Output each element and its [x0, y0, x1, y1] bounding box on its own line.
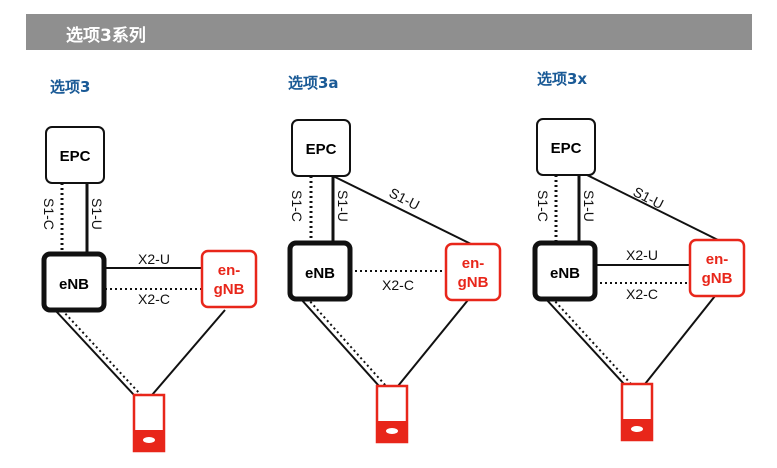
s1-c-label: S1-C: [289, 190, 305, 222]
option-3a-title: 选项3a: [288, 74, 339, 92]
option-3x-title: 选项3x: [537, 70, 588, 88]
en-gnb-label-line2: gNB: [702, 270, 733, 287]
enb-node: [41, 251, 107, 313]
ue-device-button: [143, 437, 155, 443]
x2-c-label: X2-C: [382, 277, 414, 293]
enb-node: [532, 240, 598, 302]
gnb-radio-link: [644, 295, 716, 385]
option-3-title: 选项3: [50, 78, 91, 96]
epc-node: [536, 118, 596, 176]
en-gnb-node: [444, 242, 502, 302]
epc-label: EPC: [60, 148, 91, 165]
en-gnb-label-line1: en-: [218, 262, 241, 279]
header-title: 选项3系列: [66, 26, 146, 46]
enb-radio-control-link: [61, 309, 142, 396]
x2-c-label: X2-C: [626, 286, 658, 302]
enb-node: [287, 240, 353, 302]
enb-radio-control-link: [551, 297, 632, 385]
s1-u-label: S1-U: [89, 198, 105, 230]
ue-device-button: [386, 428, 398, 434]
s1-u-label: S1-U: [335, 190, 351, 222]
epc-node: [45, 126, 105, 184]
ue-device-button: [631, 426, 643, 432]
s1-u-gnb-link: [586, 174, 719, 241]
enb-radio-link: [544, 297, 625, 385]
option-3a-diagram: EPC eNB en- gNB S1-C S1-U S1-U X2-C: [287, 119, 502, 444]
x2-c-label: X2-C: [138, 291, 170, 307]
epc-label: EPC: [551, 140, 582, 157]
en-gnb-node: [200, 249, 258, 309]
en-gnb-label-line1: en-: [462, 255, 485, 272]
gnb-radio-link: [151, 309, 226, 396]
s1-u-gnb-link: [332, 175, 472, 245]
gnb-radio-link: [397, 299, 469, 387]
enb-label: eNB: [305, 265, 335, 282]
s1-c-label: S1-C: [41, 198, 57, 230]
s1-u-label: S1-U: [581, 190, 597, 222]
x2-u-label: X2-U: [626, 247, 658, 263]
s1-u-gnb-label: S1-U: [631, 183, 667, 212]
enb-radio-control-link: [306, 297, 387, 387]
s1-u-gnb-label: S1-U: [387, 184, 423, 213]
epc-node: [291, 119, 351, 177]
en-gnb-label-line1: en-: [706, 251, 729, 268]
enb-label: eNB: [59, 276, 89, 293]
option-3x-diagram: EPC eNB en- gNB S1-C S1-U S1-U X2-U X2-C: [532, 118, 746, 442]
x2-u-label: X2-U: [138, 251, 170, 267]
enb-radio-link: [299, 297, 380, 387]
en-gnb-label-line2: gNB: [214, 281, 245, 298]
header-banner: 选项3系列: [26, 14, 752, 50]
en-gnb-node: [688, 238, 746, 298]
en-gnb-label-line2: gNB: [458, 274, 489, 291]
s1-c-label: S1-C: [535, 190, 551, 222]
option-3-diagram: EPC eNB en- gNB S1-C S1-U X2-U X2-C: [41, 126, 258, 453]
enb-label: eNB: [550, 265, 580, 282]
enb-radio-link: [54, 309, 135, 396]
epc-label: EPC: [306, 141, 337, 158]
